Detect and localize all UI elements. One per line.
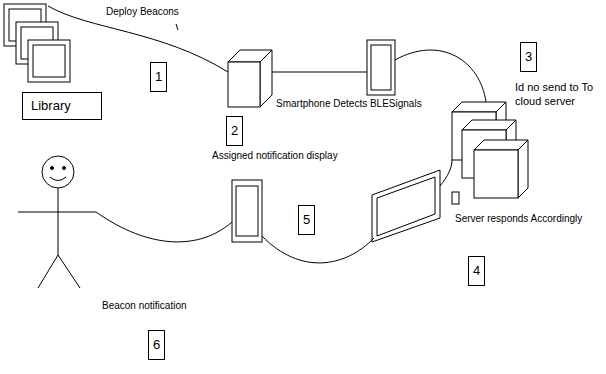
beacon-cube bbox=[228, 50, 272, 107]
caption-text: Server responds Accordingly bbox=[453, 213, 584, 225]
cloud-servers bbox=[452, 102, 528, 198]
wire bbox=[395, 50, 486, 102]
wire bbox=[96, 212, 232, 242]
user-figure bbox=[18, 156, 96, 288]
wire bbox=[440, 160, 452, 186]
small-device bbox=[452, 192, 459, 204]
callout-number: 3 bbox=[520, 42, 537, 72]
caption-text: Id no send to To cloud server bbox=[513, 80, 603, 108]
number-text: 5 bbox=[303, 212, 310, 228]
wire bbox=[48, 6, 228, 72]
library-monitors bbox=[4, 4, 70, 82]
wire bbox=[262, 236, 374, 263]
library-box: Library bbox=[22, 92, 102, 120]
caption-text: Beacon notification bbox=[100, 300, 189, 312]
caption-text: Deploy Beacons bbox=[104, 6, 181, 18]
number-text: 6 bbox=[153, 337, 160, 353]
box-label: Library bbox=[31, 98, 71, 114]
caption-text: Smartphone Detects BLESignals bbox=[274, 98, 424, 110]
smartphone bbox=[367, 40, 395, 95]
number-text: 4 bbox=[473, 263, 480, 279]
callout-number: 4 bbox=[468, 256, 485, 286]
caption-text: Assigned notification display bbox=[210, 150, 340, 162]
callout-number: 6 bbox=[148, 330, 165, 360]
number-text: 1 bbox=[155, 69, 162, 85]
callout-number: 1 bbox=[150, 62, 167, 92]
smartphone bbox=[232, 180, 262, 242]
tick-mark bbox=[176, 24, 178, 30]
callout-number: 2 bbox=[226, 116, 243, 146]
number-text: 3 bbox=[525, 49, 532, 65]
wire bbox=[272, 72, 367, 73]
number-text: 2 bbox=[231, 123, 238, 139]
callout-number: 5 bbox=[298, 205, 315, 235]
tablet bbox=[372, 170, 440, 242]
